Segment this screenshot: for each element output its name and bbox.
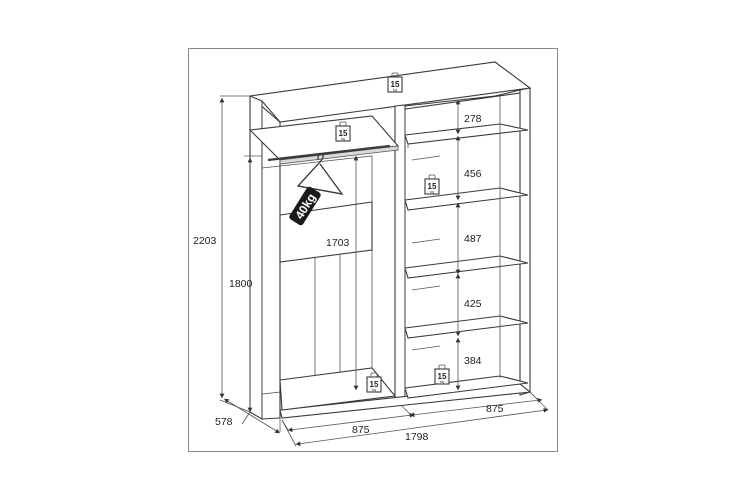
hanging-height-label: 1703 [326,237,350,249]
width-right-label: 875 [486,403,504,415]
weight-icon-right-bottom: 15 kg [434,364,450,385]
dimension-depth: 578 [215,398,281,434]
wardrobe-body [248,61,532,420]
dimension-hanging: 1703 [326,155,359,391]
left-bottom-shelf [279,367,397,411]
dimension-height-total: 2203 [193,95,251,413]
right-shelf-1 [404,123,529,145]
right-shelf-4 [404,315,529,339]
shelf-4-label: 425 [464,298,482,310]
weight-right-bottom-value: 15 [438,372,447,381]
shelf-1-label: 278 [464,113,482,125]
shelf-3-label: 487 [464,233,482,245]
dimension-shelves: 278 456 487 425 384 [455,99,482,391]
left-side-panel [249,95,263,420]
weight-icon-left-bottom: 15 kg [366,372,382,393]
dimension-width-total: 1798 [281,391,549,447]
dimension-height-rail: 1800 [229,155,262,413]
diagram-frame [188,48,558,452]
hanger-icon [296,152,344,195]
weight-icon-top: 15 kg [387,72,403,93]
weight-right-bottom-unit: kg [440,380,444,384]
right-shelves [404,89,529,399]
weight-icon-left-shelf: 15 kg [335,121,351,142]
height-rail-label: 1800 [229,278,253,290]
shelf-2-label: 456 [464,168,482,180]
weight-top-value: 15 [391,80,400,89]
height-total-label: 2203 [193,235,217,247]
right-side-panel [519,87,531,396]
right-shelf-5 [404,375,529,399]
weight-top-unit: kg [393,88,397,92]
weight-left-bottom-unit: kg [372,388,376,392]
weight-icon-right-shelf: 15 kg [424,174,440,195]
right-shelf-3 [404,255,529,279]
weight-left-shelf-unit: kg [341,137,345,141]
weight-right-shelf-value: 15 [428,182,437,191]
shelf-5-label: 384 [464,355,482,367]
depth-label: 578 [215,416,233,428]
width-total-label: 1798 [405,431,429,443]
weight-left-bottom-value: 15 [370,380,379,389]
weight-right-shelf-unit: kg [430,190,434,194]
right-shelf-2 [404,187,529,211]
weight-left-shelf-value: 15 [339,129,348,138]
